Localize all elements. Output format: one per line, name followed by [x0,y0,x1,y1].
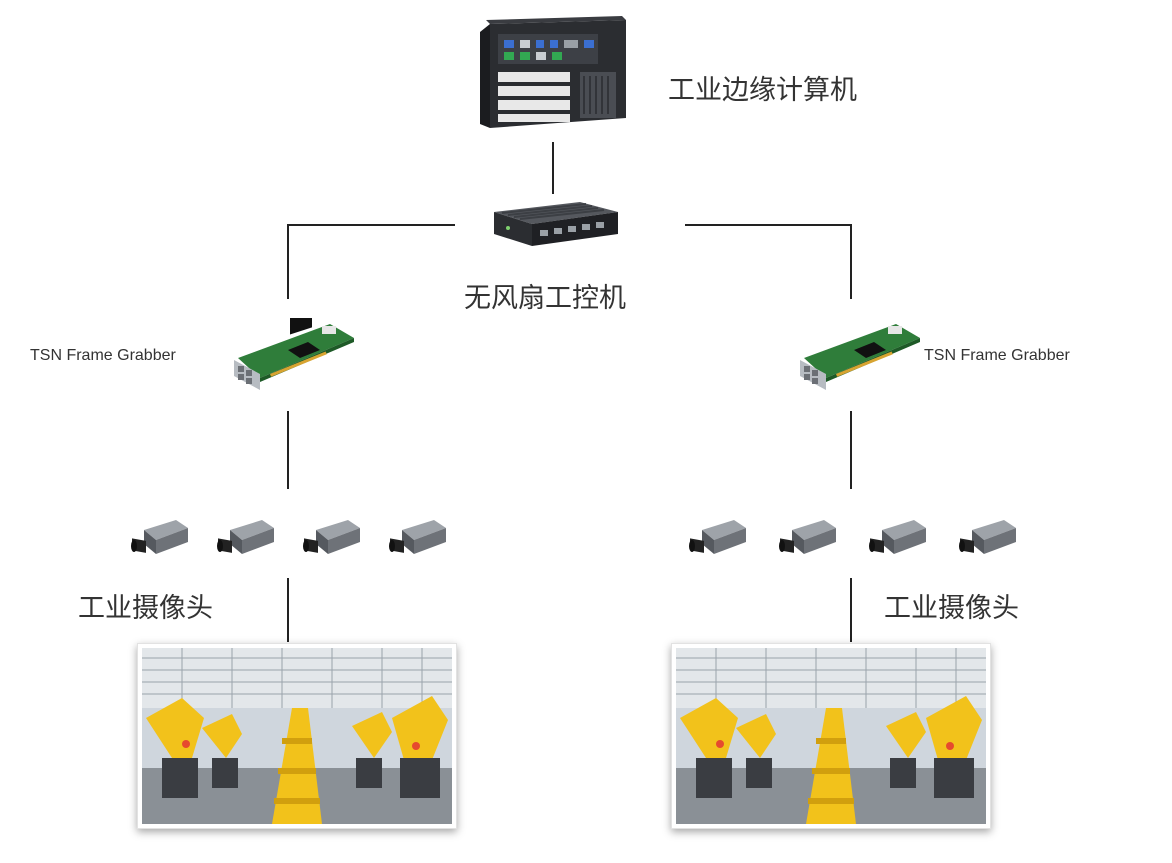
industrial-camera-icon [388,518,448,558]
grabber-left-label: TSN Frame Grabber [30,347,176,364]
link-cameras-left-to-factory [287,578,289,642]
cameras-left-label: 工业摄像头 [78,593,213,624]
cameras-right-label: 工业摄像头 [884,593,1019,624]
industrial-camera-icon [216,518,276,558]
industrial-camera-icon [130,518,190,558]
industrial-camera-icon [688,518,748,558]
link-fanless-right-h [685,224,852,226]
link-edge-to-fanless [552,142,554,194]
edge-computer-icon [476,14,630,132]
industrial-camera-icon [868,518,928,558]
link-cameras-right-to-factory [850,578,852,642]
link-grabber-right-to-cameras [850,411,852,489]
grabber-right-label: TSN Frame Grabber [924,347,1070,364]
tsn-frame-grabber-card-right [796,318,922,392]
factory-photo-right [671,643,991,829]
tsn-frame-grabber-card-left [230,318,356,392]
link-fanless-right-v [850,224,852,299]
fanless-pc-icon [488,198,622,250]
link-fanless-left-v [287,224,289,299]
edge-computer-label: 工业边缘计算机 [668,75,857,106]
factory-photo-left [137,643,457,829]
link-grabber-left-to-cameras [287,411,289,489]
industrial-camera-icon [302,518,362,558]
industrial-camera-icon [958,518,1018,558]
link-fanless-left-h [287,224,455,226]
industrial-camera-icon [778,518,838,558]
fanless-pc-label: 无风扇工控机 [464,283,626,314]
